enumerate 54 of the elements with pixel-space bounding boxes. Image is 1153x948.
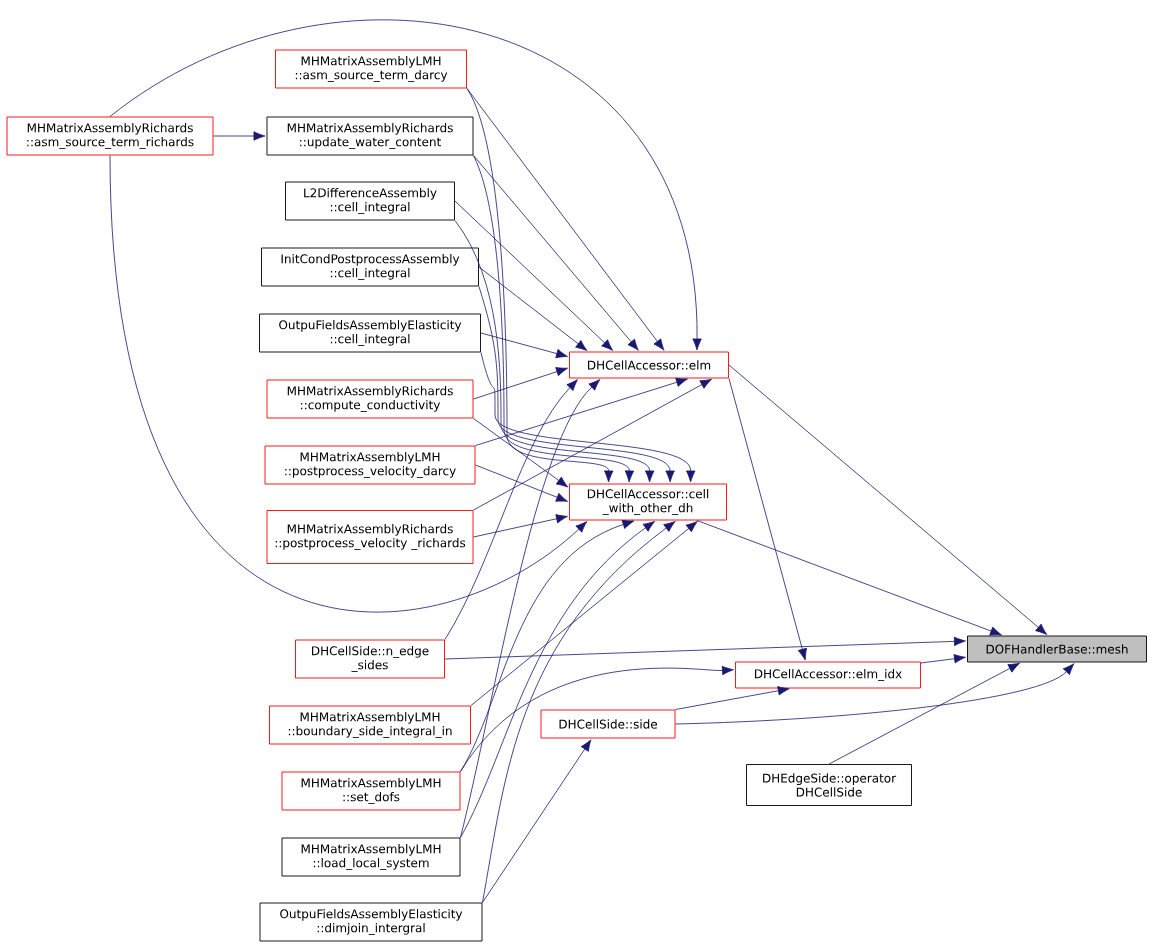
function-box: MHMatrixAssemblyLMH ::set_dofs: [281, 771, 461, 811]
arrow: [470, 521, 698, 706]
arrow: [473, 367, 568, 400]
function-box: DHCellAccessor::cell _with_other_dh: [569, 483, 727, 521]
function-box: MHMatrixAssemblyRichards ::update_water_content: [266, 116, 474, 156]
arrow: [460, 379, 601, 838]
arrow: [675, 663, 1075, 725]
arrow: [480, 332, 568, 359]
arrow: [473, 155, 639, 351]
function-box: InitCondPostprocessAssembly ::cell_integral: [261, 247, 479, 287]
arrow: [454, 200, 614, 351]
arrow: [109, 155, 588, 612]
function-box: OutpuFieldsAssemblyElasticity ::dimjoin_intergral: [259, 902, 483, 942]
arrow: [460, 665, 734, 772]
arrow: [675, 686, 790, 710]
function-box: DHCellSide::n_edge _sides: [295, 639, 445, 679]
arrow: [473, 514, 568, 538]
function-box: DHCellAccessor::elm_idx: [735, 661, 921, 689]
arrow: [444, 636, 966, 660]
function-box: DHEdgeSide::operator DHCellSide: [746, 764, 912, 806]
arrow: [475, 464, 568, 502]
arrow: [696, 520, 1002, 636]
arrow: [478, 266, 588, 351]
function-box: MHMatrixAssemblyLMH ::postprocess_velocity_darcy: [264, 445, 476, 485]
arrow: [475, 377, 688, 446]
function-box: MHMatrixAssemblyLMH ::load_local_system: [281, 837, 461, 877]
arrow: [466, 88, 614, 483]
arrow: [828, 662, 1020, 765]
function-box: MHMatrixAssemblyLMH ::boundary_side_integral_in: [269, 705, 471, 745]
arrow: [482, 739, 592, 903]
arrow: [460, 521, 655, 838]
arrow: [480, 352, 696, 483]
function-box-highlighted: DOFHandlerBase::mesh: [967, 635, 1147, 663]
arrow: [473, 155, 635, 483]
function-box: DHCellSide::side: [540, 709, 676, 739]
function-box: OutpuFieldsAssemblyElasticity ::cell_integral: [259, 313, 481, 353]
arrow: [213, 131, 266, 141]
arrow: [473, 378, 712, 511]
arrow: [728, 364, 1048, 635]
arrow: [466, 88, 665, 351]
arrow: [482, 521, 676, 903]
function-box: MHMatrixAssemblyRichards ::asm_source_term_richards: [6, 116, 214, 156]
arrow: [920, 654, 966, 664]
arrow: [728, 378, 807, 661]
arrow: [473, 418, 569, 488]
arrow: [478, 286, 675, 483]
function-box: DHCellAccessor::elm: [569, 351, 729, 379]
arrow: [454, 220, 655, 483]
function-box: MHMatrixAssemblyLMH ::asm_source_term_darcy: [275, 49, 467, 89]
arrow: [109, 20, 702, 351]
function-box: L2DifferenceAssembly ::cell_integral: [285, 181, 455, 221]
function-box: MHMatrixAssemblyRichards ::compute_conductivity: [266, 379, 474, 419]
function-box: MHMatrixAssemblyRichards ::postprocess_velocity _richards: [266, 510, 474, 564]
arrow: [444, 379, 578, 640]
